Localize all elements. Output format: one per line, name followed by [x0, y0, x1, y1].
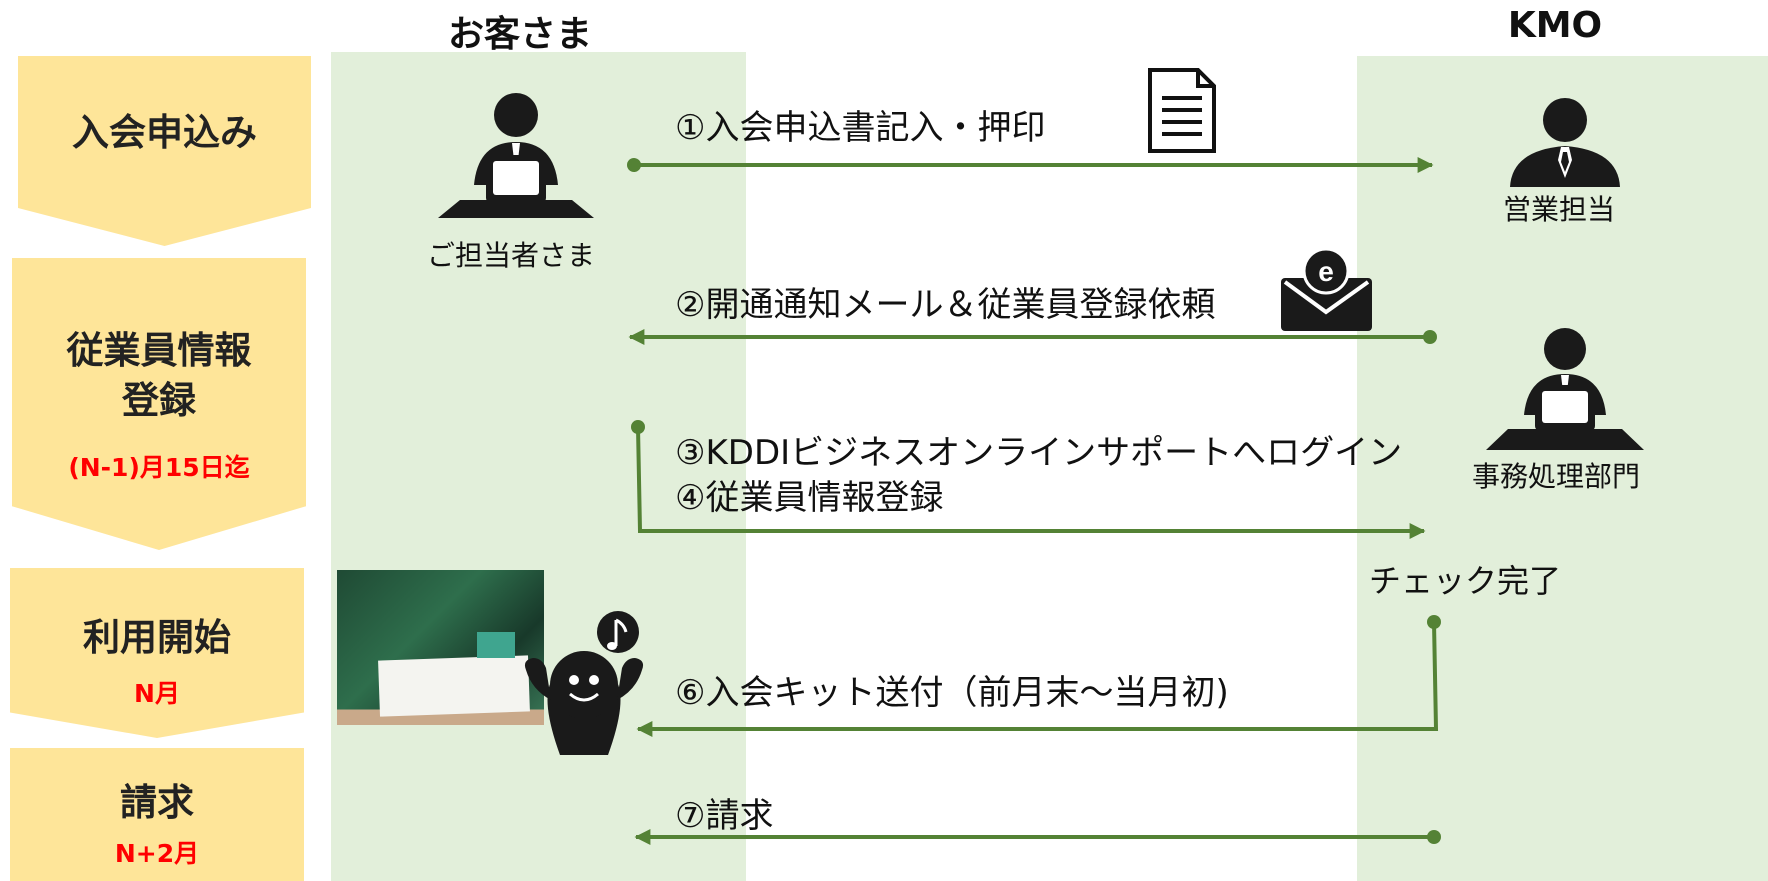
- step-start-of-use-title: 利用開始: [83, 616, 231, 659]
- music-note-icon: [597, 611, 639, 653]
- step-employee-registration: 従業員情報 登録 (N-1)月15日迄: [12, 258, 306, 550]
- person-desk-icon: [438, 93, 594, 218]
- office-label: 事務処理部門: [1472, 460, 1641, 493]
- arrow-registration: [631, 420, 1426, 539]
- message-kit-delivery: ⑥入会キット送付（前月末～当月初): [675, 673, 1229, 713]
- check-complete-label: チェック完了: [1369, 562, 1562, 600]
- step-employee-registration-title-line2: 登録: [122, 379, 196, 422]
- step-application: 入会申込み: [18, 56, 311, 246]
- happy-person-icon: [524, 651, 644, 755]
- person-icon: [1510, 98, 1620, 187]
- message-application: ①入会申込書記入・押印: [675, 108, 1046, 148]
- arrow-kit-delivery: [636, 615, 1441, 737]
- email-icon: e: [1281, 247, 1372, 331]
- document-icon: [1148, 68, 1216, 153]
- step-billing: 請求 N+2月: [10, 748, 304, 881]
- arrow-notification-mail: [628, 329, 1437, 345]
- customer-person-label: ご担当者さま: [427, 239, 596, 272]
- arrow-application: [627, 157, 1434, 173]
- step-billing-title: 請求: [120, 781, 194, 824]
- sales-label: 営業担当: [1503, 193, 1616, 226]
- message-employee-registration: ④従業員情報登録: [675, 478, 944, 518]
- message-notification-mail: ②開通通知メール＆従業員登録依頼: [675, 285, 1216, 325]
- svg-text:e: e: [1318, 256, 1334, 287]
- kmo-column-title: KMO: [1507, 5, 1603, 46]
- step-start-of-use-month: N月: [134, 679, 180, 708]
- step-start-of-use: 利用開始 N月: [10, 568, 304, 738]
- customer-column-title: お客さま: [447, 14, 592, 55]
- kmo-lane: [1357, 56, 1768, 881]
- step-billing-month: N+2月: [114, 839, 200, 868]
- step-employee-registration-deadline: (N-1)月15日迄: [68, 453, 250, 482]
- arrow-billing: [634, 829, 1441, 845]
- step-application-title: 入会申込み: [72, 111, 257, 154]
- step-employee-registration-title-line1: 従業員情報: [66, 329, 252, 372]
- message-login: ③KDDIビジネスオンラインサポートへログイン: [675, 433, 1403, 473]
- message-billing: ⑦請求: [675, 796, 774, 836]
- person-desk-icon: [1486, 328, 1644, 450]
- welcome-kit-photo: [337, 570, 544, 725]
